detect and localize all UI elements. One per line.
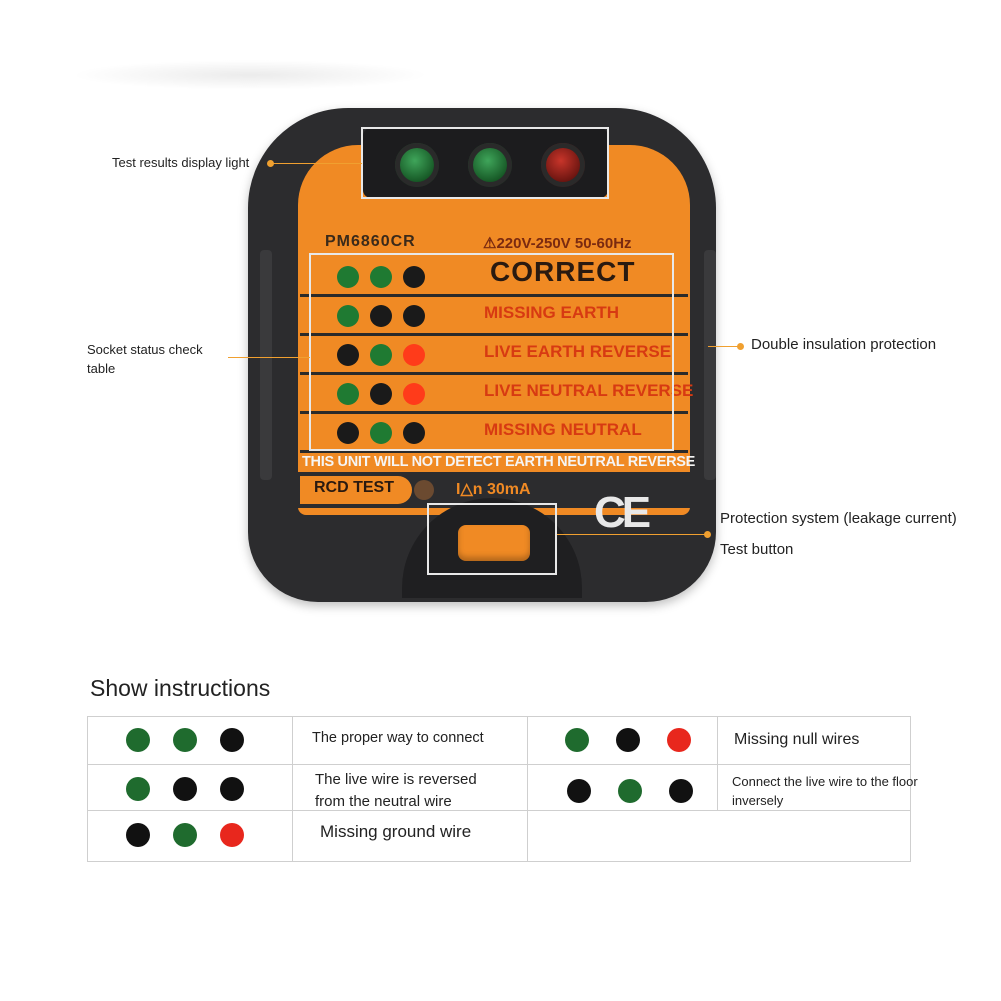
instruction-dot-green <box>173 823 197 847</box>
status-dot-green <box>370 266 392 288</box>
callout-dot-protection <box>704 531 711 538</box>
status-dot-green <box>337 383 359 405</box>
rcd-test-button[interactable] <box>458 525 530 561</box>
callout-double-insulation: Double insulation protection <box>751 336 937 353</box>
display-led-2 <box>468 143 512 187</box>
instruction-dot-black <box>173 777 197 801</box>
instruction-dot-black <box>616 728 640 752</box>
status-dot-red <box>403 383 425 405</box>
leader-double-insulation <box>708 346 740 347</box>
instructions-cell <box>292 716 528 765</box>
status-dot-black <box>370 383 392 405</box>
display-led-3 <box>541 143 585 187</box>
row-divider <box>300 411 688 414</box>
rcd-indicator <box>414 480 434 500</box>
callout-status-table-line1: Socket status check <box>87 342 203 357</box>
status-row-label: MISSING NEUTRAL <box>484 420 642 439</box>
instruction-text: inversely <box>732 793 784 808</box>
instructions-cell <box>292 810 528 862</box>
voltage-rating: ⚠220V-250V 50-60Hz <box>483 235 632 252</box>
rcd-tab <box>300 476 412 504</box>
callout-dot-display-light <box>267 160 274 167</box>
status-dot-green <box>337 266 359 288</box>
status-row-label: MISSING EARTH <box>484 303 620 322</box>
instruction-dot-green <box>565 728 589 752</box>
status-dot-black <box>337 344 359 366</box>
instruction-text: Missing ground wire <box>320 822 472 841</box>
status-dot-green <box>370 422 392 444</box>
instruction-text: The live wire is reversed <box>315 771 477 788</box>
status-row: LIVE EARTH REVERSE <box>300 336 688 375</box>
status-row: MISSING NEUTRAL <box>300 414 688 453</box>
instruction-dot-black <box>220 728 244 752</box>
status-row: MISSING EARTH <box>300 297 688 336</box>
status-dot-black <box>370 305 392 327</box>
status-row-label: CORRECT <box>490 256 636 287</box>
status-dot-black <box>337 422 359 444</box>
instructions-title: Show instructions <box>90 675 271 701</box>
leakage-current-label: I△n 30mA <box>456 481 531 498</box>
leader-status-table <box>228 357 310 358</box>
status-table-highlight-frame <box>309 253 674 451</box>
rcd-test-label: RCD TEST <box>314 479 394 496</box>
leader-protection <box>557 534 707 535</box>
status-dot-black <box>403 422 425 444</box>
callout-test-button: Test button <box>720 541 794 558</box>
led-highlight-frame <box>361 127 609 199</box>
top-shadow <box>70 60 430 90</box>
row-divider <box>300 294 688 297</box>
status-dot-red <box>403 344 425 366</box>
row-divider <box>300 372 688 375</box>
instruction-dot-black <box>567 779 591 803</box>
instruction-dot-red <box>220 823 244 847</box>
instruction-dot-green <box>173 728 197 752</box>
callout-protection-system: Protection system (leakage current) <box>720 510 957 527</box>
callout-dot-double-insulation <box>737 343 744 350</box>
status-row: LIVE NEUTRAL REVERSE <box>300 375 693 414</box>
status-dot-black <box>403 266 425 288</box>
status-row-label: LIVE NEUTRAL REVERSE <box>484 381 694 400</box>
instruction-text: Connect the live wire to the floor <box>732 774 918 789</box>
instruction-dot-red <box>667 728 691 752</box>
status-dot-green <box>337 305 359 327</box>
test-button-highlight-frame <box>427 503 557 575</box>
instruction-text: from the neutral wire <box>315 793 452 810</box>
callout-display-light: Test results display light <box>112 155 250 170</box>
ce-mark: CE <box>594 488 651 537</box>
instruction-dot-green <box>126 777 150 801</box>
status-dot-green <box>370 344 392 366</box>
instruction-text: Missing null wires <box>734 731 860 748</box>
instructions-cell <box>292 764 528 811</box>
instruction-dot-black <box>220 777 244 801</box>
status-row-label: LIVE EARTH REVERSE <box>484 342 672 361</box>
instruction-dot-black <box>669 779 693 803</box>
status-row: CORRECT <box>300 256 688 297</box>
instruction-dot-black <box>126 823 150 847</box>
side-grip-right <box>704 250 716 480</box>
model-number: PM6860CR <box>325 233 416 250</box>
warning-text: THIS UNIT WILL NOT DETECT EARTH NEUTRAL … <box>302 454 695 470</box>
side-grip-left <box>260 250 272 480</box>
orange-face-plate <box>298 145 690 515</box>
instruction-dot-green <box>618 779 642 803</box>
callout-status-table-line2: table <box>87 361 116 376</box>
instruction-dot-green <box>126 728 150 752</box>
display-led-1 <box>395 143 439 187</box>
instructions-cell <box>527 810 911 862</box>
row-divider <box>300 450 688 453</box>
leader-display-light <box>272 163 362 164</box>
status-dot-black <box>403 305 425 327</box>
row-divider <box>300 333 688 336</box>
instruction-text: The proper way to connect <box>312 730 484 746</box>
